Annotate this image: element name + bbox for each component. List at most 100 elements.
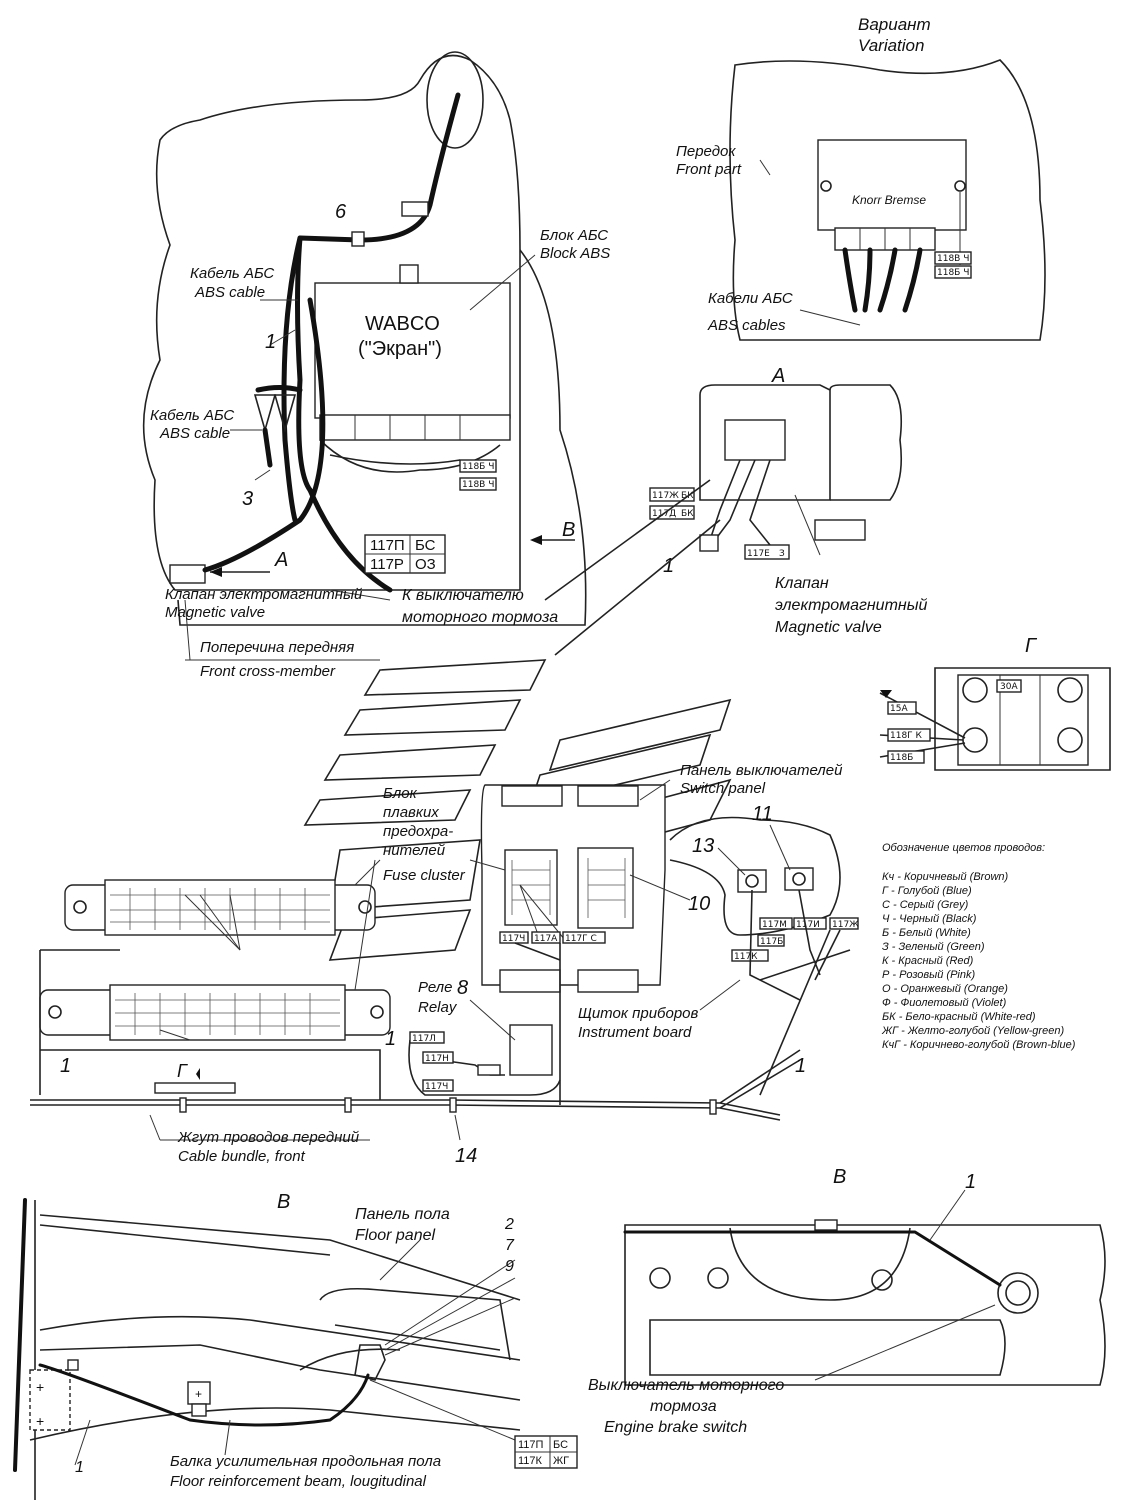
legend-item: З - Зеленый (Green) (882, 941, 985, 953)
wt-r1c1: 117П (370, 537, 405, 554)
switch-panel-ru: Панель выключателей (680, 762, 843, 779)
tag-118-b: 118В Ч (459, 477, 497, 491)
num-6: 6 (335, 201, 347, 223)
svg-text:117Ж: 117Ж (832, 920, 859, 930)
num-11: 11 (752, 803, 773, 825)
svg-text:117М: 117М (762, 920, 787, 930)
svg-text:117Е: 117Е (747, 549, 770, 559)
view-a-num-1: 1 (663, 555, 674, 577)
abs-cables-en: ABS cables (707, 317, 786, 334)
relay-ru: Реле (418, 979, 452, 996)
fuse-block-left (504, 849, 558, 926)
valve-ru: Клапан электромагнитный (165, 586, 363, 603)
to-switch-ru-1: К выключателю (402, 587, 524, 604)
view-a-valve-ru-1: Клапан (775, 575, 829, 592)
color-legend: Обозначение цветов проводов: Кч - Коричн… (881, 842, 1076, 1051)
fuse-tag-2: 117А (531, 931, 561, 944)
num-1-top: 1 (265, 331, 276, 353)
svg-text:117П: 117П (518, 1439, 544, 1451)
engine-switch-ru-2: тормоза (650, 1398, 717, 1415)
to-switch-ru-2: моторного тормоза (402, 609, 558, 626)
beam-en: Floor reinforcement beam, lougitudinal (170, 1473, 427, 1490)
clamp-top (401, 201, 429, 217)
num-8: 8 (457, 977, 468, 999)
middle-assembly: 117Ч 117А 117Г С 117М 117И 117Ж (30, 479, 859, 1167)
floor-panel-en: Floor panel (355, 1227, 435, 1244)
variant-view: 118В Ч 118Б Ч Вариант Variation Передок … (676, 15, 1046, 341)
legend-item: Б - Белый (White) (882, 927, 971, 939)
svg-text:+: + (36, 1379, 44, 1395)
svg-text:117И: 117И (796, 920, 820, 930)
engine-switch (997, 1272, 1039, 1314)
num-3: 3 (242, 488, 253, 510)
legend-items: Кч - Коричневый (Brown)Г - Голубой (Blue… (881, 871, 1076, 1051)
relay-en: Relay (418, 999, 458, 1016)
wabco-fitting (399, 264, 419, 284)
abs-cable-1-en: ABS cable (194, 284, 265, 301)
view-v-left-title: В (277, 1191, 290, 1213)
wt-r2c1: 117Р (370, 556, 404, 573)
view-a: 117Ж БК 117Д БК 117Е З А 1 Клапан электр… (649, 365, 927, 636)
bundle-ru: Жгут проводов передний (177, 1129, 360, 1146)
tag-118-a: 118Б Ч (459, 459, 497, 473)
variant-tag-2: 118Б Ч (934, 265, 972, 279)
switch-tag-3: 117Ж (829, 917, 859, 930)
svg-text:118Б Ч: 118Б Ч (462, 462, 494, 472)
switch-tag-1: 117М (759, 917, 793, 930)
legend-item: Р - Розовый (Pink) (882, 969, 975, 981)
svg-text:118Б: 118Б (890, 753, 913, 763)
cross-member-en: Front cross-member (200, 663, 336, 680)
panel-slot-2 (577, 785, 639, 807)
legend-item: К - Красный (Red) (882, 955, 974, 967)
relay-tag-2: 117Н (422, 1051, 454, 1064)
fuse-cluster-en: Fuse cluster (383, 867, 466, 884)
svg-text:117Г С: 117Г С (565, 934, 597, 944)
view-g-tag-3: 118Б (887, 750, 925, 764)
legend-item: БК - Бело-красный (White-red) (882, 1011, 1036, 1023)
wabco-title: WABCO (365, 313, 440, 335)
connector-upper-body (104, 879, 336, 936)
svg-text:118В Ч: 118В Ч (462, 480, 494, 490)
fuse-30a: 30А (1000, 682, 1018, 692)
valve-connector-1 (699, 534, 719, 552)
num-9: 9 (505, 1258, 514, 1275)
relay-plug (477, 1064, 501, 1076)
svg-text:117К: 117К (734, 952, 758, 962)
switch-tag-4: 117Б (757, 934, 785, 947)
arrow-b-label: В (562, 519, 575, 541)
front-part-en: Front part (676, 161, 742, 178)
engine-switch-ru-1: Выключатель моторного (588, 1377, 784, 1394)
svg-text:117Ж: 117Ж (652, 491, 679, 501)
num-1-left: 1 (60, 1055, 71, 1077)
variant-title-ru: Вариант (858, 15, 931, 34)
wire-table-top: 117П БС 117Р ОЗ (364, 534, 446, 574)
clamp-6 (351, 231, 365, 247)
wire-table-bottom: 117П БС 117К ЖГ (514, 1435, 578, 1469)
legend-item: КчГ - Коричнево-голубой (Brown-blue) (882, 1039, 1076, 1051)
connector-grid-lower (115, 993, 340, 1035)
view-g-tag-2: 118Г К (887, 728, 931, 742)
svg-text:117К: 117К (518, 1455, 543, 1467)
num-1-right: 1 (795, 1055, 806, 1077)
svg-text:117Л: 117Л (412, 1034, 436, 1044)
svg-text:15А: 15А (890, 704, 908, 714)
floor-panel-ru: Панель пола (355, 1206, 450, 1223)
svg-text:БК: БК (681, 509, 694, 519)
instrument-ru: Щиток приборов (578, 1005, 699, 1022)
abs-cables-ru: Кабели АБС (708, 290, 793, 307)
svg-text:118Г К: 118Г К (890, 731, 923, 741)
abs-connector-2 (273, 394, 297, 433)
num-2: 2 (504, 1216, 514, 1233)
view-a-title: А (771, 365, 785, 387)
legend-item: С - Серый (Grey) (882, 899, 969, 911)
svg-text:117А: 117А (534, 934, 558, 944)
bundle-en: Cable bundle, front (178, 1148, 306, 1165)
svg-text:117Ч: 117Ч (502, 934, 525, 944)
svg-text:БС: БС (553, 1439, 568, 1451)
engine-switch-en: Engine brake switch (604, 1419, 747, 1436)
fuse-tag-3: 117Г С (562, 931, 606, 944)
fuse-cluster-ru-2: плавких (383, 804, 439, 821)
abs-cable-2-ru: Кабель АБС (150, 407, 234, 424)
view-g-tag-1: 15А (887, 701, 917, 715)
